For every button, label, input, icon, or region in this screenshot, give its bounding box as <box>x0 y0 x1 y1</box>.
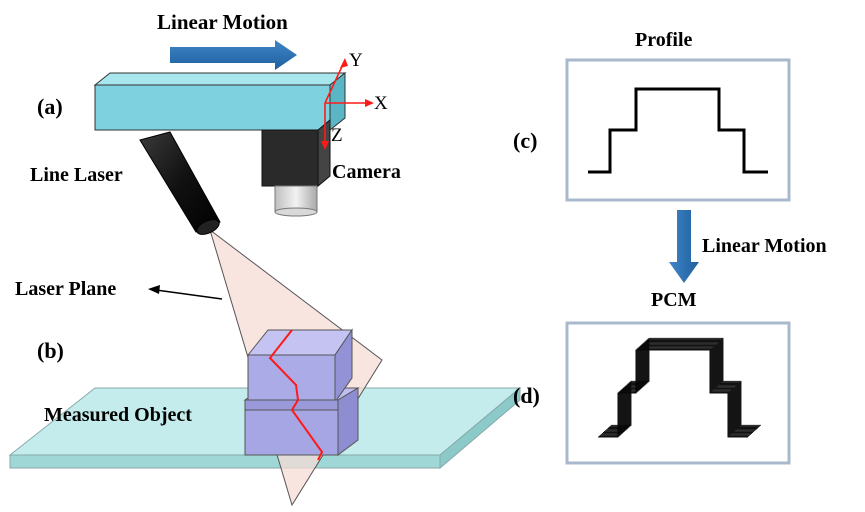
pcm-title: PCM <box>651 289 697 311</box>
pcm-profile-line <box>611 337 761 426</box>
pcm-profile-line <box>599 348 749 437</box>
axis-x-label: X <box>374 93 388 114</box>
line-laser-label: Line Laser <box>30 164 123 186</box>
panel-b-label: (b) <box>37 338 64 363</box>
pcm-profile-line <box>601 346 751 435</box>
measured-object-label: Measured Object <box>44 404 192 426</box>
linear-motion-arrow-top <box>170 40 297 70</box>
gantry-rail <box>93 71 347 132</box>
coordinate-axes: Y X Z <box>321 50 388 150</box>
laser-plane-label: Laser Plane <box>15 278 116 300</box>
pcm-profile-line <box>609 339 759 428</box>
profile-title: Profile <box>635 29 693 51</box>
profile-curve <box>588 87 768 174</box>
pcm-surface <box>598 337 761 438</box>
axis-z-label: Z <box>331 125 343 146</box>
line-laser-shape <box>139 131 221 235</box>
pcm-profile-line <box>603 345 753 433</box>
camera-shape <box>261 118 331 217</box>
laser-line <box>268 329 324 461</box>
measured-object-shape <box>243 328 360 456</box>
panel-c-label: (c) <box>513 128 537 153</box>
linear-motion-arrow-right <box>669 210 699 283</box>
linear-motion-right-label: Linear Motion <box>702 235 827 257</box>
pcm-profile-line <box>607 341 757 430</box>
panel-a-label: (a) <box>37 94 63 119</box>
profile-frame <box>565 58 791 202</box>
linear-motion-top-label: Linear Motion <box>157 10 288 34</box>
pcm-profile-line <box>605 343 755 432</box>
axis-y-label: Y <box>349 50 363 71</box>
camera-label: Camera <box>332 161 401 183</box>
panel-d-label: (d) <box>513 383 540 408</box>
laser-plane-pointer <box>148 285 223 300</box>
